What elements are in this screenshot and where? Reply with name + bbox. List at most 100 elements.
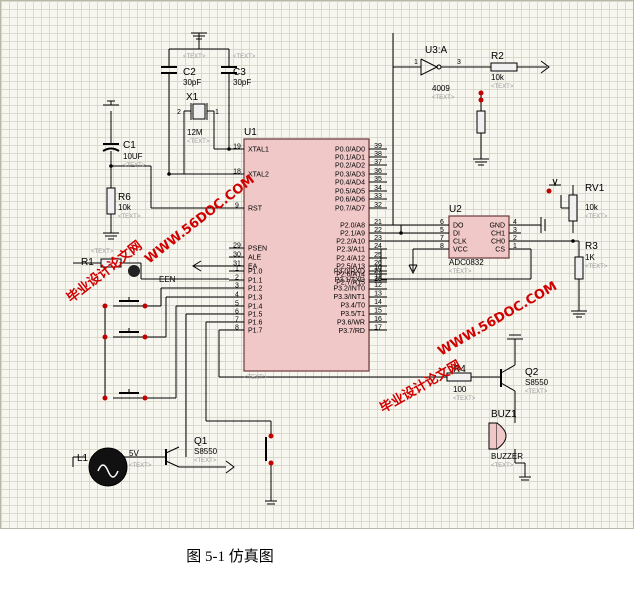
u2-text: <TEXT> [449,269,472,275]
x1-text: <TEXT> [187,139,210,145]
u1-pin-name: P2.0/A8 [340,223,365,230]
c3-ref: C3 [233,67,246,78]
u1-pin-name: P3.7/RD [339,328,365,335]
u1-pin-name: P3.3/INT1 [333,294,365,301]
c1-text: <TEXT> [123,163,146,169]
u1-pin-name: P2.1/A9 [340,231,365,238]
u1-pin-number: 10 [374,265,382,272]
q1-ref: Q1 [194,436,208,447]
c2-text: <TEXT> [183,54,206,60]
u2-part: ADC0832 [449,258,484,267]
buz1-part: BUZZER [491,452,523,461]
r4-text: <TEXT> [453,396,476,402]
u1-pin-number: 7 [235,317,239,324]
u1-pin-name: P1.7 [248,328,263,335]
u1-pin-name: P0.0/AD0 [335,147,365,154]
circuit-diagram: U1 <TEXT> U2 ADC0832 <TEXT> U3:A 1 3 400… [64,32,608,505]
r3-text: <TEXT> [585,264,608,270]
u1-pin-number: 9 [235,203,239,210]
u1-pin-number: 4 [235,292,239,299]
c3-text: <TEXT> [233,54,256,60]
r6-value: 10k [118,203,132,212]
u1-pin-name: P3.4/T0 [340,303,365,310]
u1-pin-number: 38 [374,151,382,158]
u1-pin-name: P2.2/A10 [336,239,365,246]
u1-pin-name: P0.5/AD5 [335,189,365,196]
u1-right-pin-labels: 39P0.0/AD038P0.1/AD137P0.2/AD236P0.3/AD3… [333,143,382,335]
c2-ref: C2 [183,67,196,78]
u1-pin-name: XTAL1 [248,147,269,154]
u2-pin-name: CH1 [491,231,505,238]
x1-ref: X1 [186,92,199,103]
q1-part: S8550 [194,447,218,456]
u3-part: 4009 [432,84,450,93]
u1-pin-name: P1.4 [248,304,263,311]
u2-pin-number: 8 [440,243,444,250]
buz1-ref: BUZ1 [491,409,517,420]
q2-text: <TEXT> [525,389,548,395]
u1-pin-name: P3.5/T1 [340,311,365,318]
u1-pin-number: 3 [235,283,239,290]
watermark-url-2: WWW.56DOC.COM [436,279,560,359]
u1-pin-name: XTAL2 [248,172,269,179]
u1-pin-number: 14 [374,299,382,306]
u1-pin-name: P0.7/AD7 [335,206,365,213]
u3-pin-in: 1 [414,59,418,66]
u1-pin-name: P0.3/AD3 [335,172,365,179]
u1-pin-name: P0.2/AD2 [335,163,365,170]
u1-pin-name: P2.7/A15 [336,280,365,287]
u1-pin-number: 34 [374,185,382,192]
u1-pin-number: 33 [374,193,382,200]
r3-value: 1K [585,253,595,262]
u1-pin-number: 18 [233,169,241,176]
u1-body [243,138,370,372]
c2-value: 30pF [183,78,201,87]
q2-ref: Q2 [525,367,539,378]
u1-pin-name: P0.4/AD4 [335,180,365,187]
u1-pin-number: 8 [235,325,239,332]
u1-pin-number: 17 [374,325,382,332]
u1-pin-number: 12 [374,282,382,289]
q1-text: <TEXT> [194,458,217,464]
u1-pin-name: ALE [248,255,262,262]
partial-label: EEN [159,275,176,284]
svg-text:2: 2 [177,109,181,116]
u1-pin-number: 6 [235,309,239,316]
r4-ref: R4 [453,364,466,375]
u1-pin-name: P2.6/A14 [336,272,365,279]
u1-pin-name: P3.2/INT0 [333,286,365,293]
u2-ref: U2 [449,204,462,215]
svg-text:1: 1 [215,109,219,116]
u2-pin-number: 2 [513,235,517,242]
u1-pin-number: 27 [374,268,382,275]
r1-ref: R1 [81,257,94,268]
rv1-text: <TEXT> [585,214,608,220]
u1-pin-name: P1.3 [248,295,263,302]
u1-pin-number: 29 [233,243,241,250]
u1-pin-number: 26 [374,260,382,267]
u1-pin-number: 2 [235,275,239,282]
l1-ref: L1 [77,453,89,464]
lamp-icon [88,447,128,487]
u1-pin-number: 39 [374,143,382,150]
figure-caption: 图 5-1 仿真图 [0,545,640,566]
u1-pin-name: P1.6 [248,320,263,327]
u2-pin-number: 5 [440,227,444,234]
u2-pin-name: CH0 [491,239,505,246]
u1-pin-name: P3.1/TXD [335,277,365,284]
u1-pin-number: 15 [374,308,382,315]
r2-value: 10k [491,73,505,82]
c1-ref: C1 [123,140,136,151]
c3-value: 30pF [233,78,251,87]
u1-pin-number: 23 [374,235,382,242]
u3-ref: U3:A [425,45,448,56]
schematic-canvas: U1 <TEXT> U2 ADC0832 <TEXT> U3:A 1 3 400… [0,0,634,529]
buz1-text: <TEXT> [491,463,514,469]
u1-pin-number: 32 [374,202,382,209]
u1-pin-number: 30 [233,252,241,259]
q2-part: S8550 [525,378,549,387]
u2-pin-number: 4 [513,219,517,226]
l1-value: 5V [129,449,139,458]
u1-pin-number: 5 [235,301,239,308]
u1-pin-name: P0.1/AD1 [335,155,365,162]
